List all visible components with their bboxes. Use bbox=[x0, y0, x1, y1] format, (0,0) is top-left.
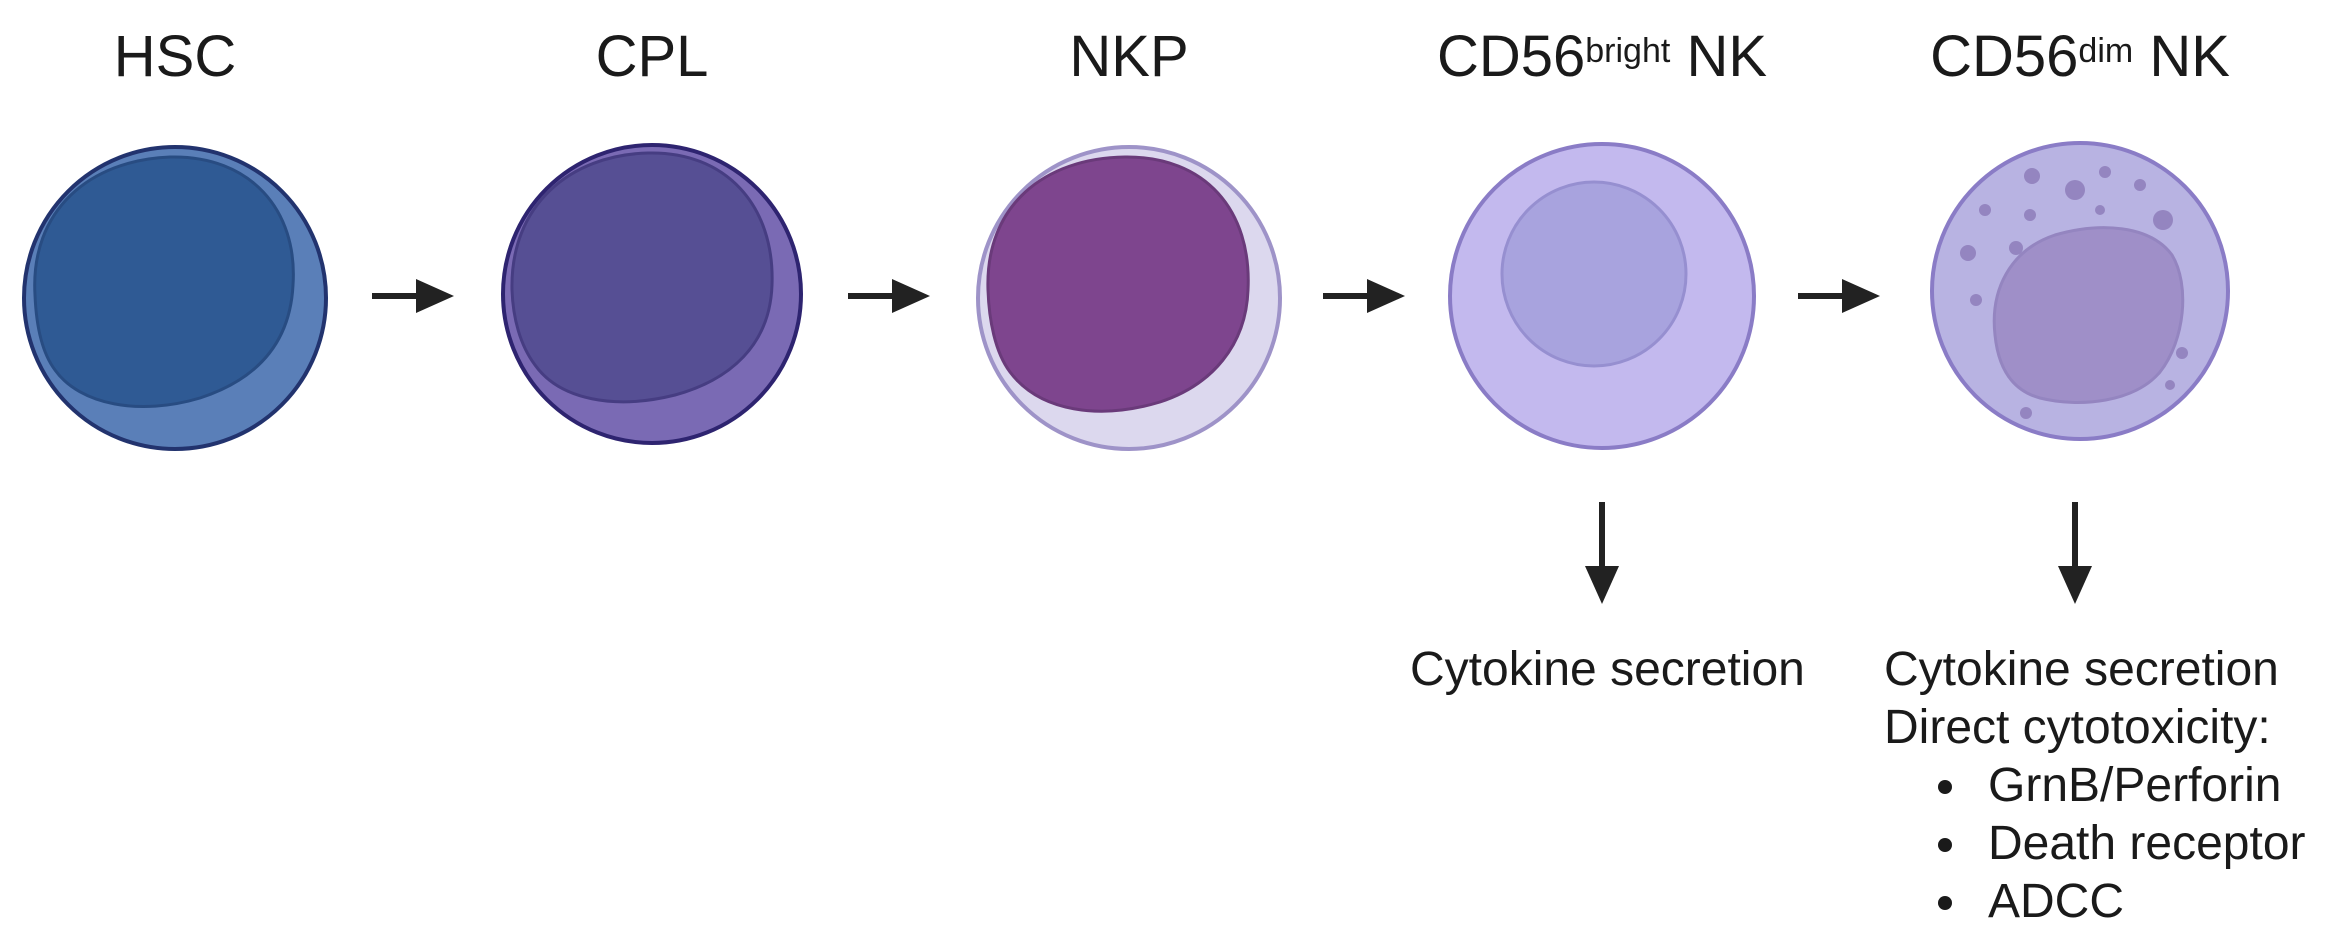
cytotoxic-granules bbox=[1960, 166, 2188, 419]
cd56dim-direct-cytotoxicity: Direct cytotoxicity: bbox=[1884, 701, 2271, 754]
cd56bright-cytokine-secretion: Cytokine secretion bbox=[1410, 643, 1805, 696]
bullet-icon bbox=[1938, 838, 1952, 852]
cpl-cell bbox=[501, 143, 803, 445]
list-item: Death receptor bbox=[1884, 815, 2306, 873]
arrow-cd56dim-down bbox=[2058, 502, 2092, 604]
stage-title-cd56dim: CD56dim NK bbox=[1930, 24, 2230, 89]
list-item: GrnB/Perforin bbox=[1884, 757, 2306, 815]
stage-title-nkp: NKP bbox=[1069, 24, 1189, 89]
nkp-cell bbox=[976, 145, 1282, 451]
arrow-cpl-to-nkp bbox=[848, 279, 930, 313]
hsc-cell bbox=[22, 145, 328, 451]
cd56bright-outcome: Cytokine secretion bbox=[1410, 641, 1805, 699]
arrow-nkp-to-cd56bright bbox=[1323, 279, 1405, 313]
cd56dim-cytokine-secretion: Cytokine secretion bbox=[1884, 643, 2279, 696]
stage-title-cd56bright: CD56bright NK bbox=[1436, 24, 1768, 89]
stage-title-cpl: CPL bbox=[595, 24, 709, 89]
stage-title-hsc: HSC bbox=[113, 24, 237, 89]
arrow-cd56bright-down bbox=[1585, 502, 1619, 604]
list-item: ADCC bbox=[1884, 873, 2306, 931]
cd56bright-nk-cell bbox=[1448, 142, 1756, 450]
cytotoxicity-mechanisms-list: GrnB/Perforin Death receptor ADCC bbox=[1884, 757, 2306, 931]
bullet-icon bbox=[1938, 780, 1952, 794]
bullet-icon bbox=[1938, 896, 1952, 910]
cd56dim-nk-cell bbox=[1930, 141, 2230, 441]
arrow-hsc-to-cpl bbox=[372, 279, 454, 313]
arrow-cd56bright-to-cd56dim bbox=[1798, 279, 1880, 313]
cd56dim-outcome: Cytokine secretion Direct cytotoxicity: … bbox=[1884, 641, 2306, 931]
